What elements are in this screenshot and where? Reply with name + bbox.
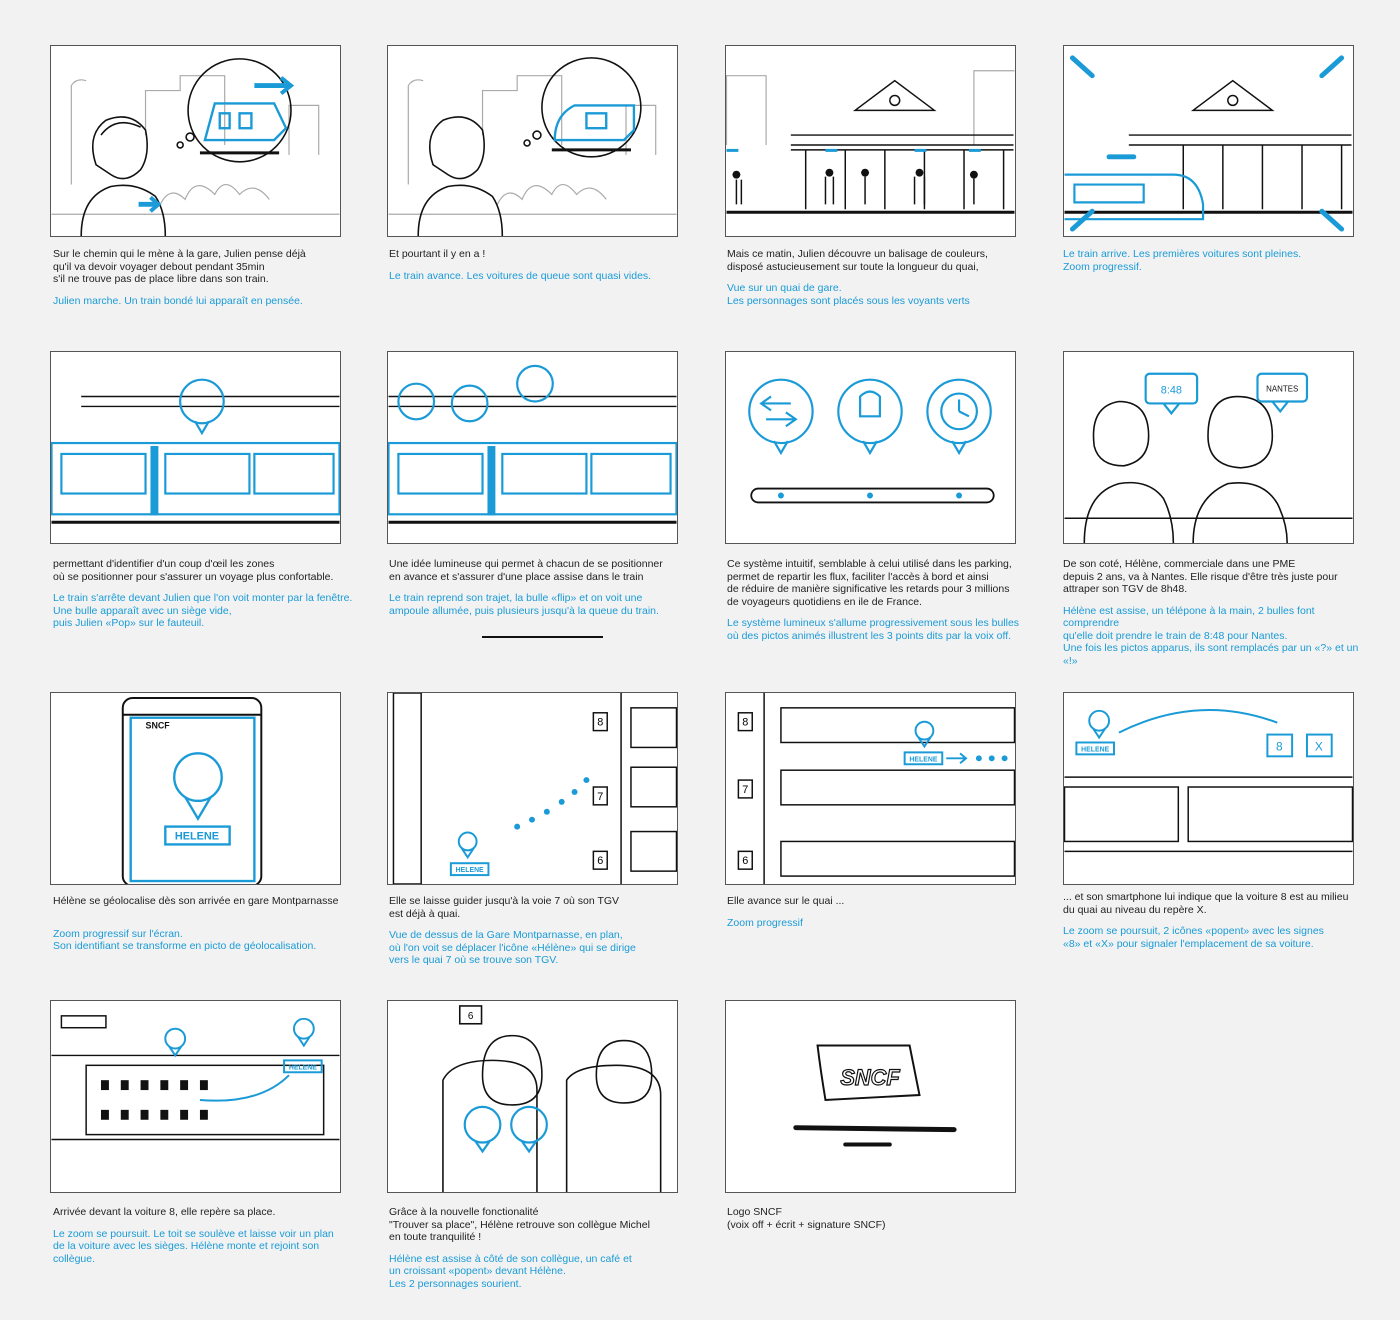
- storyboard-frame-1: [50, 45, 341, 237]
- caption-5-text: permettant d'identifier d'un coup d'œil …: [53, 558, 334, 583]
- caption-3: Mais ce matin, Julien découvre un balisa…: [727, 248, 1027, 316]
- storyboard-frame-13: HELENE: [50, 1000, 341, 1193]
- caption-9: Hélène se géolocalise dès son arrivée en…: [53, 895, 353, 962]
- caption-1: Sur le chemin qui le mène à la gare, Jul…: [53, 248, 353, 316]
- storyboard-frame-2: [387, 45, 678, 237]
- sketch-phone-geolocation: HELENE SNCF: [121, 696, 263, 884]
- storyboard-frame-9: HELENE SNCF: [50, 692, 341, 885]
- storyboard-frame-4: [1063, 45, 1354, 237]
- caption-14-text: Grâce à la nouvelle fonctionalité "Trouv…: [389, 1206, 650, 1243]
- caption-4: Le train arrive. Les premières voitures …: [1063, 248, 1363, 282]
- caption-6-text: Une idée lumineuse qui permet à chacun d…: [389, 558, 663, 583]
- caption-1-text: Sur le chemin qui le mène à la gare, Jul…: [53, 248, 306, 285]
- caption-7-note: Le système lumineux s'allume progressive…: [727, 617, 1020, 642]
- track-8-label-11: 8: [742, 717, 748, 729]
- caption-12-note: Le zoom se poursuit, 2 icônes «popent» a…: [1063, 925, 1324, 950]
- sncf-logo: SNCF: [840, 1065, 900, 1090]
- caption-5-note: Le train s'arrête devant Julien que l'on…: [53, 592, 353, 629]
- storyboard-frame-5: [50, 351, 341, 544]
- caption-8: De son coté, Hélène, commerciale dans un…: [1063, 558, 1363, 676]
- caption-2-text: Et pourtant il y en a !: [389, 248, 486, 260]
- caption-8-note: Hélène est assise, un télépone à la main…: [1063, 604, 1359, 667]
- storyboard-frame-7: [725, 351, 1016, 544]
- caption-8-text: De son coté, Hélène, commerciale dans un…: [1063, 558, 1338, 595]
- time-label: 8:48: [1161, 385, 1182, 397]
- helene-tag-9: HELENE: [175, 830, 219, 842]
- sncf-app-label: SNCF: [146, 721, 171, 731]
- storyboard-frame-15: SNCF: [725, 1000, 1016, 1193]
- caption-14-note: Hélène est assise à côté de son collègue…: [389, 1252, 632, 1290]
- storyboard-frame-14: 6: [387, 1000, 678, 1193]
- caption-6-note: Le train reprend son trajet, la bulle «f…: [389, 592, 659, 617]
- sketch-car-seat-plan: HELENE: [51, 1015, 340, 1141]
- track-7-label-11: 7: [742, 784, 748, 796]
- sketch-sncf-logo-end: SNCF: [793, 1044, 957, 1147]
- nantes-label: NANTES: [1266, 385, 1298, 394]
- caption-11-text: Elle avance sur le quai ...: [727, 895, 845, 907]
- divider-line: [482, 636, 603, 638]
- caption-7: Ce système intuitif, semblable à celui u…: [727, 558, 1027, 651]
- caption-6: Une idée lumineuse qui permet à chacun d…: [389, 558, 689, 626]
- caption-9-text: Hélène se géolocalise dès son arrivée en…: [53, 895, 339, 907]
- sketch-train-arriving: [1064, 55, 1353, 232]
- caption-2: Et pourtant il y en a ! Le train avance.…: [389, 248, 689, 291]
- storyboard-frame-12: HELENE 8 X: [1063, 692, 1354, 885]
- car-8-marker: 8: [1276, 739, 1283, 753]
- caption-12-text: ... et son smartphone lui indique que la…: [1063, 891, 1349, 916]
- sketch-platform-zoom: 8 7 6 HELENE: [737, 693, 1015, 884]
- storyboard-frame-8: 8:48 NANTES: [1063, 351, 1354, 544]
- caption-3-note: Vue sur un quai de gare. Les personnages…: [727, 282, 970, 307]
- caption-14: Grâce à la nouvelle fonctionalité "Trouv…: [389, 1206, 689, 1299]
- track-6-sign: 6: [468, 1011, 474, 1022]
- track-8-label: 8: [597, 717, 603, 729]
- caption-10: Elle se laisse guider jusqu'à la voie 7 …: [389, 895, 689, 976]
- sketch-helene-michel-seated: 6: [442, 1005, 662, 1192]
- caption-5: permettant d'identifier d'un coup d'œil …: [53, 558, 353, 639]
- caption-9-note: Zoom progressif sur l'écran. Son identif…: [53, 927, 317, 953]
- caption-13-text: Arrivée devant la voiture 8, elle repère…: [53, 1206, 276, 1218]
- sketch-car-8-marker: HELENE 8 X: [1064, 709, 1353, 853]
- x-marker: X: [1315, 739, 1323, 753]
- helene-tag-13: HELENE: [289, 1064, 317, 1071]
- storyboard-frame-10: 8 7 6 HELENE: [387, 692, 678, 885]
- helene-tag-12: HELENE: [1081, 746, 1109, 753]
- track-7-label: 7: [597, 791, 603, 803]
- helene-tag-10: HELENE: [456, 867, 484, 874]
- storyboard-frame-3: [725, 45, 1016, 237]
- caption-11-note: Zoom progressif: [727, 916, 803, 929]
- sketch-julien-empty-train: [388, 57, 677, 236]
- caption-7-text: Ce système intuitif, semblable à celui u…: [727, 558, 1012, 608]
- caption-1-note: Julien marche. Un train bondé lui appara…: [53, 294, 303, 307]
- caption-2-note: Le train avance. Les voitures de queue s…: [389, 269, 652, 282]
- helene-tag-11: HELENE: [909, 756, 937, 763]
- sketch-julien-thinking: [51, 58, 340, 236]
- caption-15-text: Logo SNCF (voix off + écrit + signature …: [727, 1206, 886, 1231]
- caption-15: Logo SNCF (voix off + écrit + signature …: [727, 1206, 1027, 1240]
- storyboard-frame-6: [387, 351, 678, 544]
- sketch-station-plan: 8 7 6 HELENE: [392, 693, 677, 884]
- caption-13-note: Le zoom se poursuit. Le toit se soulève …: [53, 1227, 334, 1265]
- caption-3-text: Mais ce matin, Julien découvre un balisa…: [727, 248, 988, 273]
- storyboard-frame-11: 8 7 6 HELENE: [725, 692, 1016, 885]
- caption-12: ... et son smartphone lui indique que la…: [1063, 891, 1363, 959]
- sketch-pictos-light-bar: [748, 378, 995, 504]
- caption-11: Elle avance sur le quai ... Zoom progres…: [727, 895, 1027, 938]
- sketch-bubbles-lightbulb: [388, 364, 677, 524]
- caption-10-text: Elle se laisse guider jusqu'à la voie 7 …: [389, 895, 620, 920]
- track-6-label: 6: [597, 855, 603, 867]
- sketch-station-platform: [726, 70, 1015, 214]
- track-6-label-11: 6: [742, 855, 748, 867]
- caption-10-note: Vue de dessus de la Gare Montparnasse, e…: [389, 929, 636, 966]
- caption-4-note: Le train arrive. Les premières voitures …: [1063, 248, 1302, 273]
- sketch-helene-seated: 8:48 NANTES: [1064, 372, 1353, 543]
- sketch-train-stops-seat-bubble: [51, 378, 340, 524]
- caption-13: Arrivée devant la voiture 8, elle repère…: [53, 1206, 353, 1274]
